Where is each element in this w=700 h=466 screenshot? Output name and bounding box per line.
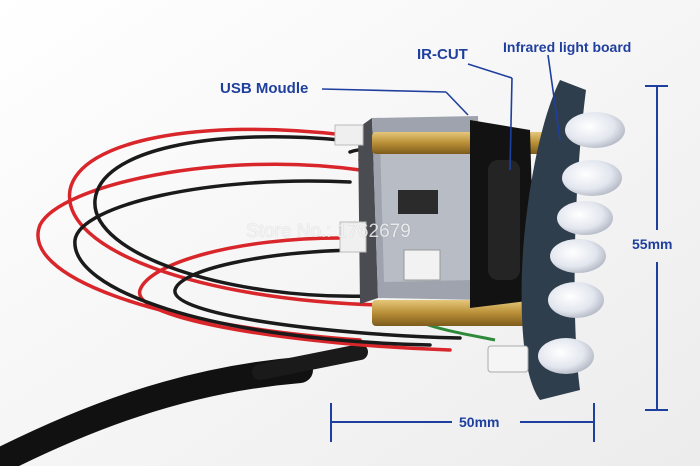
infrared-board-label: Infrared light board	[503, 39, 632, 55]
usb-module-label: USB Moudle	[220, 80, 309, 97]
ir-cut-label: IR-CUT	[417, 46, 468, 63]
infrared-light-board	[521, 80, 586, 400]
store-watermark: Store No.: 1762679	[246, 221, 411, 242]
brass-standoff-bottom	[372, 300, 552, 326]
usb-module-board	[358, 118, 378, 304]
width-dimension-label: 50mm	[459, 414, 500, 430]
dimension-marks	[330, 85, 668, 442]
ir-led-array	[538, 112, 625, 374]
callout-lines	[321, 54, 561, 171]
brass-standoff-top	[372, 132, 562, 154]
height-dimension-label: 55mm	[632, 236, 673, 252]
